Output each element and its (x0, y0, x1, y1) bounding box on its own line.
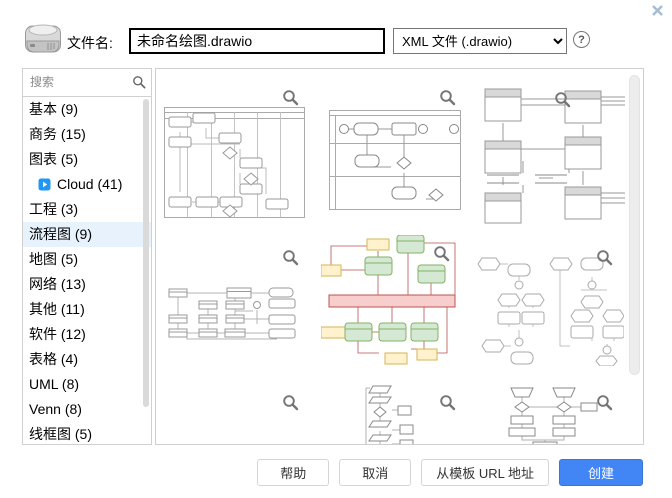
cancel-button[interactable]: 取消 (339, 459, 412, 486)
sidebar-item-uml[interactable]: UML (8) (29, 376, 80, 392)
sidebar-item-wireframes[interactable]: 线框图 (5) (29, 426, 92, 442)
template-card-hexagon-decision-flowchart[interactable] (470, 229, 627, 374)
template-card-vertical-data-flowchart[interactable] (313, 374, 470, 444)
template-preview-process-network-flowchart (168, 287, 295, 339)
sidebar-item-engineering[interactable]: 工程 (3) (29, 201, 78, 217)
disk-icon (25, 24, 61, 53)
template-preview-vertical-data-flowchart (365, 385, 413, 444)
template-card-cross-functional-flowchart[interactable] (156, 69, 313, 229)
zoom-icon[interactable] (596, 394, 613, 411)
zoom-icon[interactable] (439, 89, 456, 106)
zoom-icon[interactable] (439, 394, 456, 411)
zoom-icon[interactable] (596, 249, 613, 266)
search-input[interactable] (23, 69, 130, 95)
filename-input[interactable] (129, 28, 385, 54)
sidebar-item-charts[interactable]: 图表 (5) (29, 151, 78, 167)
sidebar-item-software[interactable]: 软件 (12) (29, 326, 86, 342)
filename-label: 文件名: (67, 35, 113, 51)
sidebar-item-business[interactable]: 商务 (15) (29, 126, 86, 142)
template-preview-manufacturing-process-flowchart (508, 387, 597, 444)
sidebar-item-maps[interactable]: 地图 (5) (29, 251, 78, 267)
template-grid-panel (155, 68, 644, 445)
expand-play-icon[interactable] (38, 178, 51, 191)
zoom-icon[interactable] (282, 394, 299, 411)
template-card-dark-swimlane-table[interactable] (156, 374, 313, 444)
sidebar-item-other[interactable]: 其他 (11) (29, 301, 85, 317)
help-icon[interactable]: ? (573, 31, 590, 48)
zoom-icon[interactable] (554, 91, 571, 108)
zoom-icon[interactable] (433, 245, 450, 262)
zoom-icon[interactable] (282, 89, 299, 106)
template-grid-scrollbar-thumb[interactable] (629, 75, 640, 375)
create-button[interactable]: 创建 (559, 459, 643, 486)
template-card-process-network-flowchart[interactable] (156, 229, 313, 374)
template-card-horizontal-swimlane-process[interactable] (313, 69, 470, 229)
zoom-icon[interactable] (282, 249, 299, 266)
sidebar-scrollbar-thumb[interactable] (143, 99, 149, 407)
search-row (23, 69, 151, 97)
template-preview-hexagon-decision-flowchart (476, 257, 624, 366)
template-card-functional-structure-diagram[interactable] (470, 69, 627, 229)
sidebar-item-basic[interactable]: 基本 (9) (29, 101, 78, 117)
template-grid (156, 69, 627, 444)
sidebar-item-flowcharts[interactable]: 流程图 (9) (23, 222, 151, 247)
template-preview-cross-functional-flowchart (163, 107, 305, 218)
template-preview-horizontal-swimlane-process (328, 110, 461, 210)
from-template-url-button[interactable]: 从模板 URL 地址 (421, 459, 549, 486)
help-button[interactable]: 帮助 (257, 459, 330, 486)
sidebar-item-network[interactable]: 网络 (13) (29, 276, 86, 292)
template-preview-system-development-data-flow (320, 234, 455, 364)
sidebar-item-tables[interactable]: 表格 (4) (29, 351, 78, 367)
template-card-system-development-data-flow[interactable] (313, 229, 470, 374)
template-card-manufacturing-process-flowchart[interactable] (470, 374, 627, 444)
sidebar-item-label: Cloud (41) (57, 176, 123, 192)
close-icon[interactable] (651, 4, 664, 17)
category-sidebar: 基本 (9) 商务 (15) 图表 (5) Cloud (41) 工程 (3) … (22, 68, 152, 445)
sidebar-item-venn[interactable]: Venn (8) (29, 401, 82, 417)
sidebar-item-cloud[interactable]: Cloud (41) (23, 172, 151, 197)
template-preview-functional-structure-diagram (484, 88, 625, 224)
search-icon (133, 76, 146, 89)
filetype-select[interactable]: XML 文件 (.drawio) (393, 28, 567, 54)
dialog-footer: 帮助 取消 从模板 URL 地址 创建 (257, 459, 643, 486)
